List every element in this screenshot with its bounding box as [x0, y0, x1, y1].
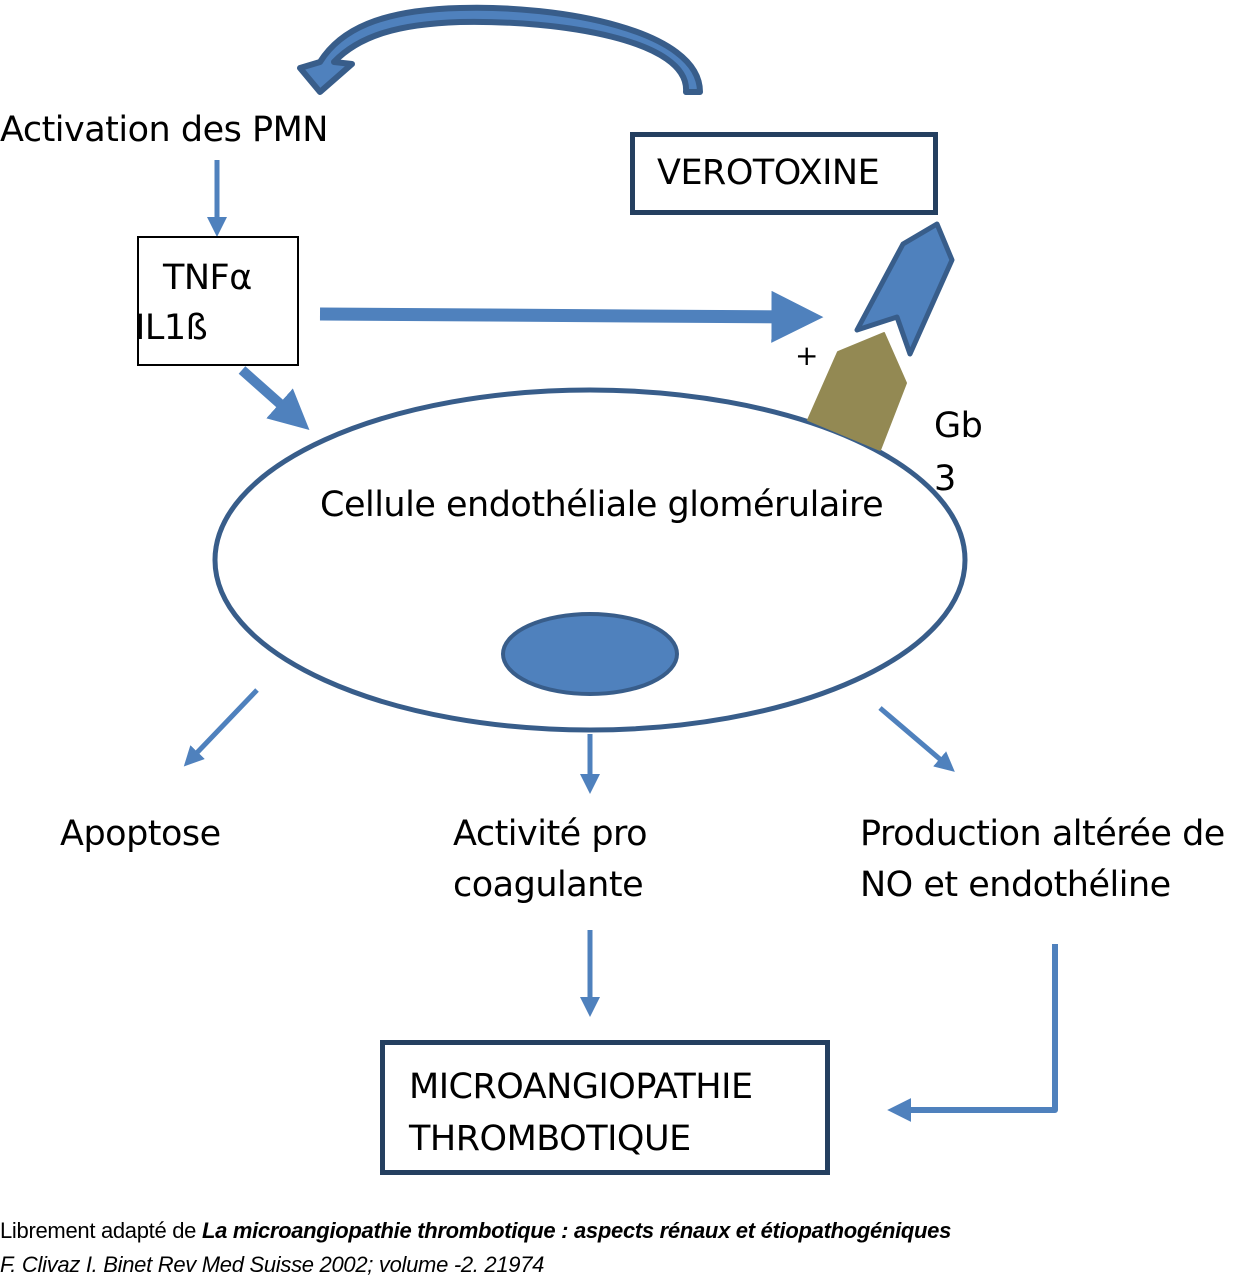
arrow-cell-to-production [878, 706, 955, 772]
cytokine-tnf-alpha: TNFα [163, 258, 252, 298]
label-activation-pmn: Activation des PMN [0, 110, 328, 150]
citation-prefix: Librement adapté de [0, 1218, 202, 1243]
outcome-box: MICROANGIOPATHIE THROMBOTIQUE [380, 1040, 830, 1175]
cell-nucleus [501, 612, 679, 696]
verotoxin-shape [854, 221, 955, 357]
cytokine-il1-beta: IL1ß [135, 308, 208, 348]
curved-feedback-arrow [297, 4, 703, 95]
citation-line1: Librement adapté de La microangiopathie … [0, 1216, 951, 1246]
citation-line2: F. Clivaz I. Binet Rev Med Suisse 2002; … [0, 1252, 545, 1277]
gb3-receptor-shape [807, 332, 907, 451]
effect-production-line1: Production altérée de [860, 814, 1225, 854]
plus-sign: + [795, 339, 818, 372]
verotoxine-box: VEROTOXINE [630, 132, 938, 215]
arrow-cell-to-apoptosis [183, 688, 259, 767]
outcome-line2: THROMBOTIQUE [409, 1119, 691, 1159]
effect-procoagulant-line2: coagulante [453, 865, 644, 905]
arrow-cytokines-to-receptor [319, 290, 824, 343]
effect-apoptosis: Apoptose [60, 814, 221, 854]
cytokines-box: TNFα IL1ß [135, 236, 299, 366]
outcome-line1: MICROANGIOPATHIE [409, 1067, 753, 1107]
gb3-label-line2: 3 [934, 459, 956, 499]
arrow-production-to-outcome [887, 944, 1058, 1122]
gb3-label-line1: Gb [934, 406, 983, 446]
verotoxine-label: VEROTOXINE [657, 153, 880, 193]
arrow-cytokines-to-cell [238, 366, 310, 430]
effect-production-line2: NO et endothéline [860, 865, 1171, 905]
citation-title: La microangiopathie thrombotique : aspec… [201, 1218, 952, 1243]
effect-procoagulant-line1: Activité pro [453, 814, 648, 854]
endothelial-cell [212, 387, 968, 733]
cell-label: Cellule endothéliale glomérulaire [320, 485, 884, 525]
